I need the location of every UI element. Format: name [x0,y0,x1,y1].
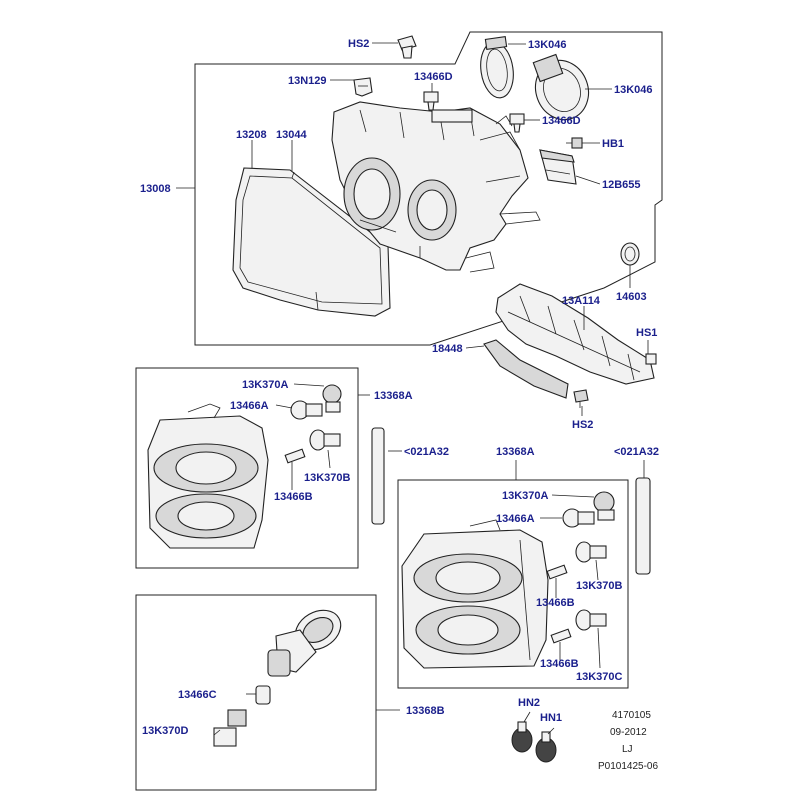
callout-13466a-right: 13466A [496,513,535,525]
clip-13n129 [353,77,373,97]
callout-13k370b-left: 13K370B [304,472,351,484]
callout-13466d-b: 13466D [542,115,581,127]
rear-lamp-right [401,519,549,669]
callout-13k370a-right: 13K370A [502,490,549,502]
bulb-13466a-right [562,508,595,528]
callout-13466a-left: 13466A [230,400,269,412]
bulb-socket-13k370c-right [575,609,607,631]
cap-14603 [620,242,640,266]
screw-13466d-b [509,113,525,133]
leader-lines [176,42,649,736]
gasket-021a32-left [371,427,385,525]
nut-hn2 [511,721,533,753]
bulb-socket-13k370a-right [593,491,615,521]
callout-13466b-right-2: 13466B [540,658,579,670]
callout-13466b-left: 13466B [274,491,313,503]
callout-13008: 13008 [140,183,171,195]
bolt-hb1 [566,137,583,149]
callout-13208: 13208 [236,129,267,141]
bulb-holder-13k370d [213,709,247,747]
rear-lamp-right-box [397,479,629,689]
callout-13368b: 13368B [406,705,445,717]
callout-13466b-right-1: 13466B [536,597,575,609]
callout-12b655: 12B655 [602,179,641,191]
bracket-13a114 [495,283,655,385]
callout-13368a-right: 13368A [496,446,535,458]
bulb-socket-13k370a-left [322,384,342,413]
callout-hn2: HN2 [518,697,540,709]
footer-code: 4170105 [612,710,651,721]
seal-13k046-a [480,36,514,99]
footer-date: 09-2012 [610,727,647,738]
callout-13466d-a: 13466D [414,71,453,83]
bulb-13466b-right-2 [550,628,572,644]
callout-13k370c-right: 13K370C [576,671,623,683]
rear-lamp-left-box [135,367,359,569]
callout-13k370d: 13K370D [142,725,189,737]
screw-hs2-bottom [573,389,589,408]
callout-13a114: 13A114 [562,295,601,307]
bulb-13466c [255,685,271,705]
trim-18448 [483,339,569,399]
callout-14603: 14603 [616,291,647,303]
callout-13044: 13044 [276,129,307,141]
callout-13n129: 13N129 [288,75,327,87]
gasket-021a32-right [635,477,651,575]
bulb-13466b-right-1 [546,564,568,580]
callout-13k370a-left: 13K370A [242,379,289,391]
bulb-13466a-left [290,400,323,420]
callout-021a32-left: <021A32 [404,446,449,458]
callout-hb1: HB1 [602,138,624,150]
rear-lamp-left [147,403,269,549]
callout-021a32-right: <021A32 [614,446,659,458]
screw-hs1 [645,353,657,365]
callout-13k046-b: 13K046 [614,84,653,96]
footer-initials: LJ [622,744,633,755]
screw-13466d-a [423,91,439,111]
seal-13k046-b [532,53,590,121]
side-repeater-box [135,594,377,791]
nut-hn1 [535,731,557,763]
callout-13466c: 13466C [178,689,217,701]
callout-hs2-bottom: HS2 [572,419,593,431]
screw-hs2-top [397,35,417,59]
callout-13k046-a: 13K046 [528,39,567,51]
bulb-socket-13k370b-right [575,541,607,563]
control-module-12b655 [539,149,577,185]
side-repeater-housing [267,629,317,677]
headlamp-housing [331,101,541,273]
bulb-13466b-left [284,448,306,464]
headlamp-group-outline [194,31,663,346]
callout-hs1: HS1 [636,327,657,339]
callout-13k370b-right: 13K370B [576,580,623,592]
callout-13368a-left: 13368A [374,390,413,402]
footer-reference: P0101425-06 [598,761,658,772]
callout-18448: 18448 [432,343,463,355]
callout-hs2-top: HS2 [348,38,369,50]
callout-hn1: HN1 [540,712,562,724]
bulb-socket-13k370b-left [309,429,341,451]
